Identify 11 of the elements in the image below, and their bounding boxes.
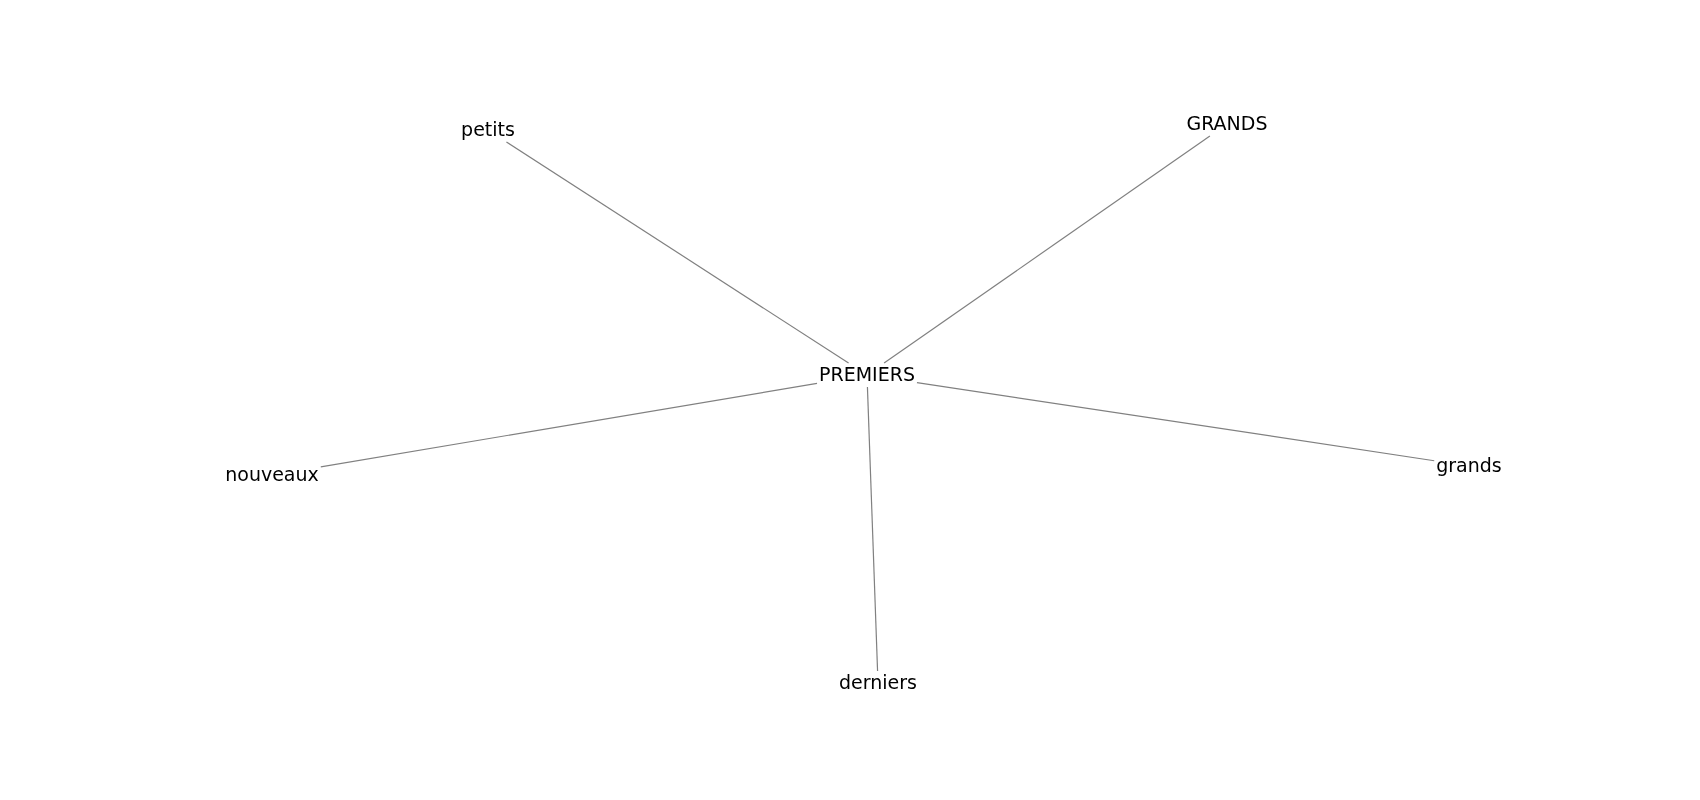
word-label: PREMIERS [817,363,917,387]
word-label: nouveaux [223,463,321,487]
word-label: derniers [837,671,919,695]
connector-line [883,135,1211,364]
word-label: GRANDS [1184,112,1270,136]
connector-line [505,141,850,364]
word-label: petits [459,118,517,142]
word-label: grands [1434,454,1504,478]
connector-line [916,381,1435,462]
connector-line [866,386,879,672]
connector-line [320,382,818,468]
